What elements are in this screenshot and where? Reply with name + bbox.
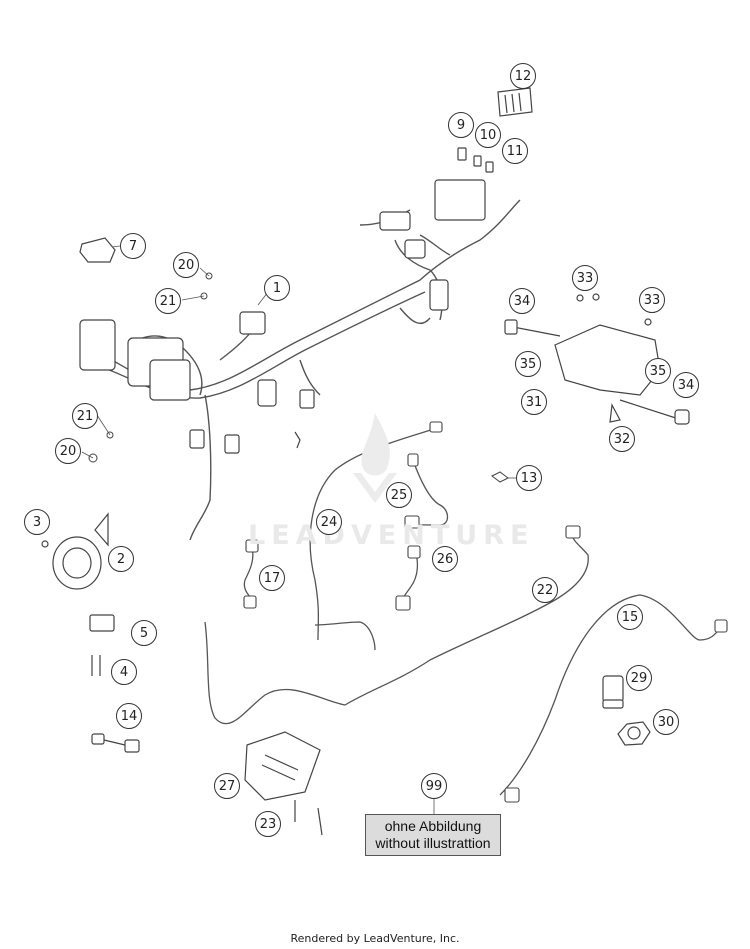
callout-31[interactable]: 31 — [521, 389, 547, 415]
small-parts-4-5-14 — [89, 614, 140, 753]
callout-11[interactable]: 11 — [502, 138, 528, 164]
callout-4[interactable]: 4 — [111, 659, 137, 685]
part-13 — [491, 471, 509, 483]
bracket-part-31 — [504, 293, 690, 425]
callout-23[interactable]: 23 — [255, 811, 281, 837]
callout-30[interactable]: 30 — [653, 709, 679, 735]
callout-12[interactable]: 12 — [510, 63, 536, 89]
note-line-english: without illustrattion — [375, 835, 491, 851]
callout-33-right[interactable]: 33 — [639, 287, 665, 313]
callout-33-left[interactable]: 33 — [572, 265, 598, 291]
callout-22[interactable]: 22 — [532, 577, 558, 603]
watermark-text: LEADVENTURE — [248, 520, 535, 551]
callout-21-bottom[interactable]: 21 — [72, 403, 98, 429]
callout-5[interactable]: 5 — [131, 620, 157, 646]
note-line-german: ohne Abbildung — [384, 818, 482, 834]
callout-34-left[interactable]: 34 — [509, 288, 535, 314]
callout-35-left[interactable]: 35 — [515, 351, 541, 377]
callout-9[interactable]: 9 — [448, 112, 474, 138]
callout-35-right[interactable]: 35 — [645, 358, 671, 384]
leadventure-logo-watermark — [353, 413, 397, 503]
harness-connectors — [79, 179, 486, 454]
without-illustration-note: ohne Abbildung without illustrattion — [365, 814, 501, 856]
horn-part-2 — [41, 512, 109, 590]
callout-1[interactable]: 1 — [264, 275, 290, 301]
callout-29[interactable]: 29 — [626, 665, 652, 691]
callout-20-top[interactable]: 20 — [173, 252, 199, 278]
callout-27[interactable]: 27 — [214, 773, 240, 799]
callout-25[interactable]: 25 — [386, 482, 412, 508]
callout-3[interactable]: 3 — [24, 509, 50, 535]
callout-15[interactable]: 15 — [617, 604, 643, 630]
relay-part-7 — [79, 237, 116, 263]
parts-29-30 — [602, 675, 651, 746]
callout-2[interactable]: 2 — [108, 546, 134, 572]
callout-32[interactable]: 32 — [609, 426, 635, 452]
callout-14[interactable]: 14 — [116, 703, 142, 729]
part-small-connector — [294, 431, 301, 449]
callout-34-right[interactable]: 34 — [673, 372, 699, 398]
callout-10[interactable]: 10 — [475, 122, 501, 148]
callout-26[interactable]: 26 — [432, 546, 458, 572]
callout-99[interactable]: 99 — [421, 773, 447, 799]
leader-lines — [81, 245, 516, 479]
regulator-part-27 — [244, 731, 323, 836]
cable-connectors — [243, 421, 728, 803]
callout-24[interactable]: 24 — [316, 509, 342, 535]
callout-13[interactable]: 13 — [516, 465, 542, 491]
fuse-box-parts — [457, 87, 533, 173]
callout-21-top[interactable]: 21 — [155, 288, 181, 314]
footer-credit: Rendered by LeadVenture, Inc. — [290, 932, 460, 945]
callout-17[interactable]: 17 — [259, 565, 285, 591]
callout-20-bottom[interactable]: 20 — [55, 438, 81, 464]
callout-7[interactable]: 7 — [120, 233, 146, 259]
